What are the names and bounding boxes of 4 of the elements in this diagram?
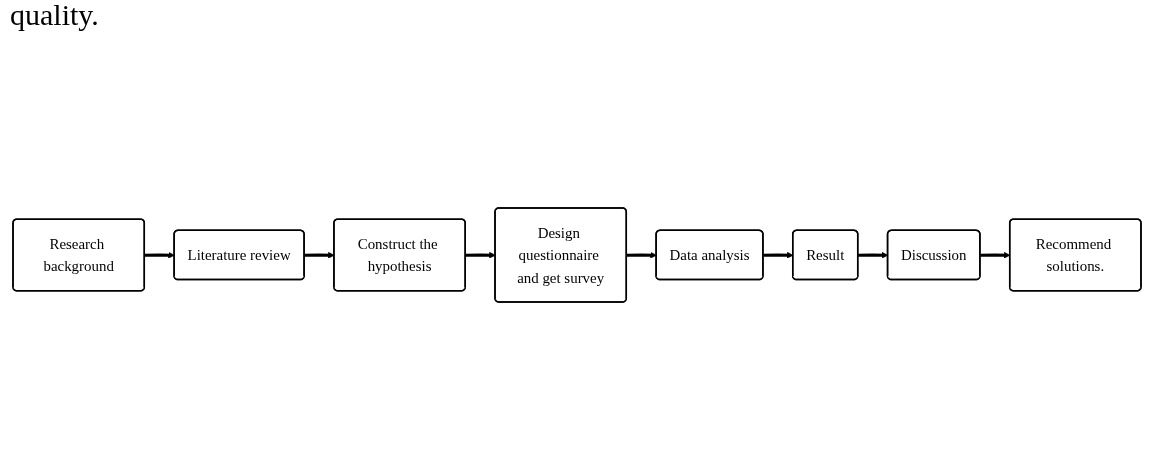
arrow <box>762 251 793 259</box>
text-fragment: quality. <box>10 0 99 30</box>
arrow <box>857 251 888 259</box>
arrow <box>979 251 1010 259</box>
